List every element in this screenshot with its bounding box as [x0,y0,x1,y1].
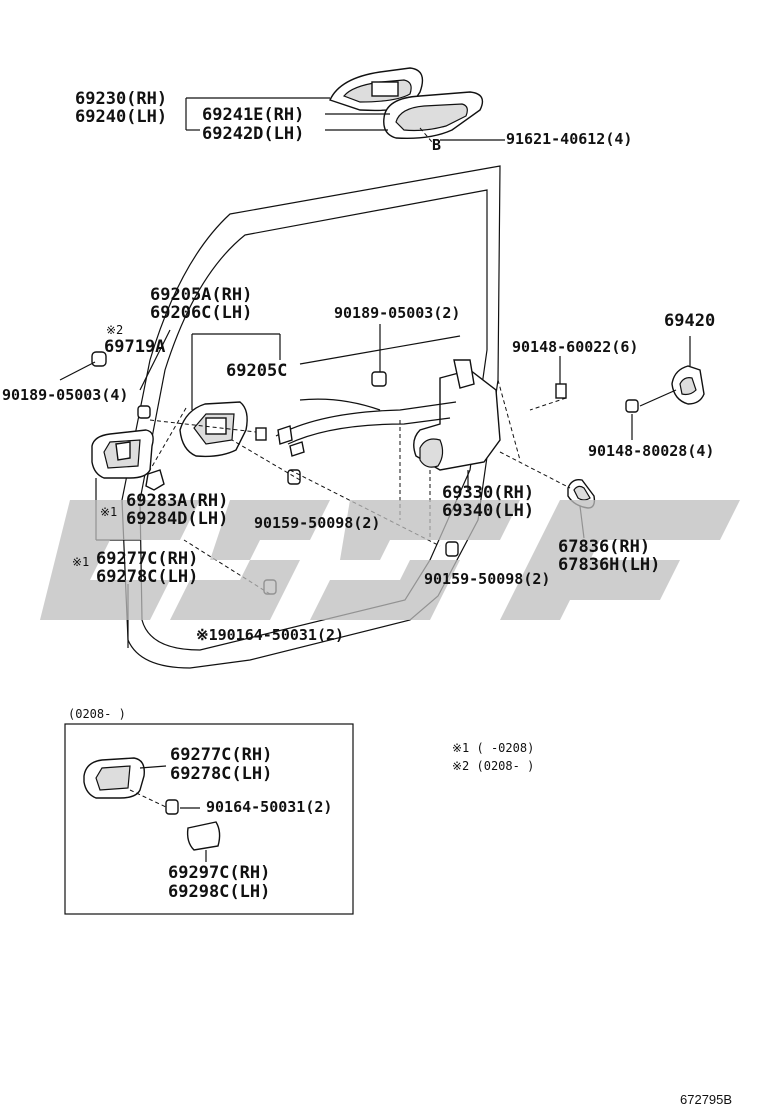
label-note1-mark-b: ※1 [72,555,89,569]
label-90159-b: 90159-50098(2) [424,570,550,588]
label-67836H: 67836H(LH) [558,555,660,575]
label-69340: 69340(LH) [442,501,534,521]
label-69277C: 69277C(RH) [96,549,198,569]
label-90164-main: ※190164-50031(2) [196,626,344,644]
note-2: ※2 (0208- ) [452,759,534,773]
label-b-mark: B [432,136,441,154]
inset-box [64,723,354,915]
outside-handle-assembly [185,67,505,143]
label-91621: 91621-40612(4) [506,130,632,148]
label-69278C: 69278C(LH) [96,567,198,587]
label-69230: 69230(RH) [75,89,167,109]
label-69284D: 69284D(LH) [126,509,228,529]
label-69240: 69240(LH) [75,107,167,127]
label-note2-mark: ※2 [106,323,123,337]
label-69205A: 69205A(RH) [150,285,252,305]
fasteners [91,351,639,595]
striker [671,336,705,405]
label-90189-top: 90189-05003(2) [334,304,460,322]
inset-label-69278C: 69278C(LH) [170,764,272,784]
label-69283A: 69283A(RH) [126,491,228,511]
inset-labels: (0208- ) 69277C(RH) 69278C(LH) 90164-500… [68,707,332,902]
label-69719A: 69719A [104,337,165,357]
diagram-id: 672795B [680,1092,732,1107]
label-69330: 69330(RH) [442,483,534,503]
label-90148-80028: 90148-80028(4) [588,442,714,460]
inset-label-90164: 90164-50031(2) [206,798,332,816]
inset-label-69298C: 69298C(LH) [168,882,270,902]
label-90148-60022: 90148-60022(6) [512,338,638,356]
label-69420: 69420 [664,311,715,331]
door-lock-assembly [275,359,501,471]
label-90189-left: 90189-05003(4) [2,386,128,404]
inset-date-label: (0208- ) [68,707,126,721]
inset-label-69297C: 69297C(RH) [168,863,270,883]
label-69242D: 69242D(LH) [202,124,304,144]
notes: ※1 ( -0208) ※2 (0208- ) [452,741,534,773]
label-69206C: 69206C(LH) [150,303,252,323]
label-67836: 67836(RH) [558,537,650,557]
label-69241E: 69241E(RH) [202,105,304,125]
note-1: ※1 ( -0208) [452,741,534,755]
inset-label-69277C: 69277C(RH) [170,745,272,765]
label-note1-mark-a: ※1 [100,505,117,519]
inside-handle-cover [145,469,165,491]
label-69205C: 69205C [226,361,287,381]
inside-handle-bezel [91,429,154,479]
inside-handle [179,401,248,458]
watermark-logo [40,500,740,620]
part-labels: 69230(RH) 69240(LH) 69241E(RH) 69242D(LH… [2,89,715,644]
label-90159-a: 90159-50098(2) [254,514,380,532]
